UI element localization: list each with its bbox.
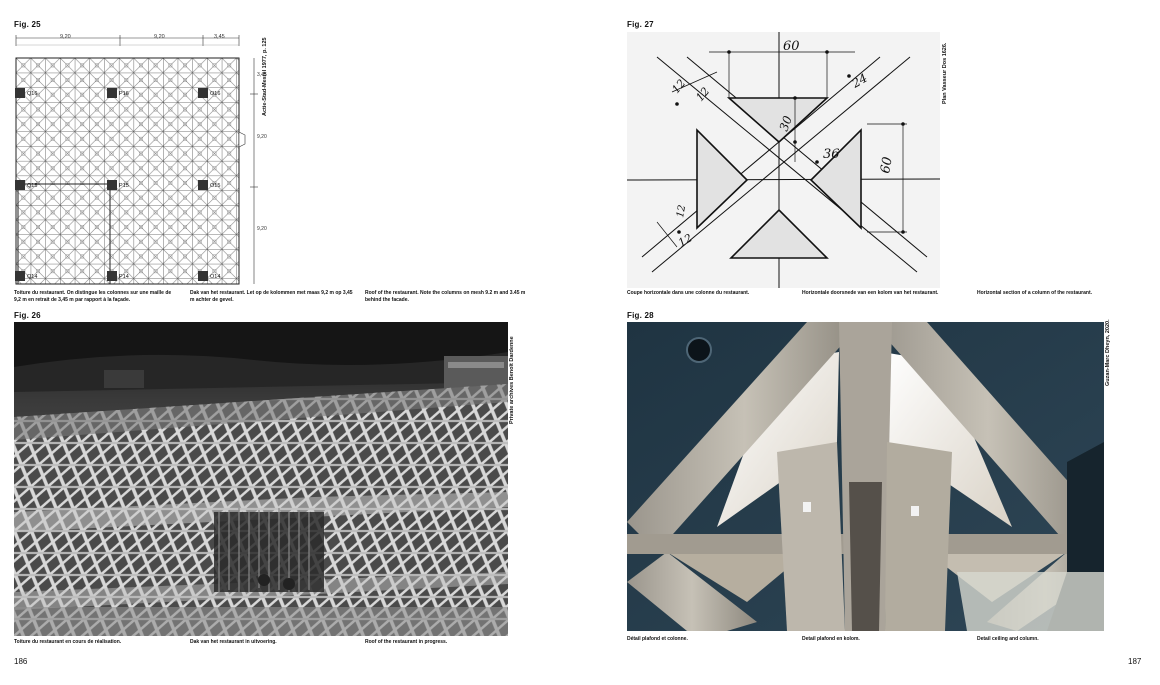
- column-label: Q16: [27, 91, 37, 97]
- ceiling-photo-illustration: [627, 322, 1104, 631]
- sketch-dim-60-top: 60: [783, 39, 800, 54]
- fig26-credit: Private archives Benoît Dardenne: [509, 336, 515, 424]
- fig27-credit: Plan Vasseur Dos 1626.: [942, 42, 948, 104]
- column-label: Q14: [27, 274, 37, 280]
- fig27-caption-fr: Coupe horizontale dans une colonne du re…: [627, 290, 750, 296]
- sketch-dim-30: 30: [777, 114, 796, 133]
- column-marker: Q16: [15, 88, 37, 98]
- column-marker: Q14: [15, 271, 37, 281]
- page-number-right: 187: [1128, 657, 1142, 666]
- column-label: O14: [210, 274, 220, 280]
- column-marker: O15: [198, 180, 220, 190]
- column-label: O15: [210, 183, 220, 189]
- fig25-label: Fig. 25: [14, 20, 41, 29]
- column-marker: Q15: [15, 180, 37, 190]
- column-label: P15: [119, 183, 129, 189]
- fig25-caption-nl: Dak van het restaurant. Let op de kolomm…: [190, 290, 353, 303]
- fig28-caption-en: Detail ceiling and column.: [977, 636, 1039, 642]
- fig26-caption-fr: Toiture du restaurant en cours de réalis…: [14, 639, 122, 645]
- column-section-drawing: 60 24 12 12 30 36 60 12 12: [627, 32, 940, 288]
- dim-right-3: 9,20: [257, 226, 267, 232]
- fig26-construction-photo: [14, 322, 508, 636]
- fig28-ceiling-photo: [627, 322, 1104, 631]
- sketch-dim-12-d: 12: [676, 231, 695, 249]
- column-marker: P14: [107, 271, 129, 281]
- column-label: P16: [119, 91, 129, 97]
- fig28-credit: Guzan-Marc Dheyn, 2020.: [1105, 319, 1111, 386]
- column-label: P14: [119, 274, 129, 280]
- dim-top-1: 9,20: [60, 34, 71, 40]
- column-marker: P16: [107, 88, 129, 98]
- column-marker: O16: [198, 88, 220, 98]
- fig27-label: Fig. 27: [627, 20, 654, 29]
- column-marker: O14: [198, 271, 220, 281]
- dim-right-2: 9,20: [257, 134, 267, 140]
- column-label: Q15: [27, 183, 37, 189]
- fig27-caption-en: Horizontal section of a column of the re…: [977, 290, 1093, 296]
- fig25-credit: Actie-Stad-Mestel 1977, p. 125: [262, 37, 268, 116]
- sketch-dim-12-c: 12: [675, 204, 688, 218]
- fig28-label: Fig. 28: [627, 311, 654, 320]
- page-number-left: 186: [14, 657, 28, 666]
- fig26-label: Fig. 26: [14, 311, 41, 320]
- dim-top-2: 9,20: [154, 34, 165, 40]
- column-label: O16: [210, 91, 220, 97]
- roof-plan-drawing: 9,20 9,20 3,45 3,45 9,20 9,20 Q16 P16 O16Q…: [15, 34, 267, 285]
- fig27-caption-nl: Horizontale doorsnede van een kolom van …: [802, 290, 939, 296]
- fig25-caption-fr: Toiture du restaurant. On distingue les …: [14, 290, 172, 303]
- construction-photo-illustration: [14, 322, 508, 636]
- sketch-dim-60-right: 60: [878, 156, 896, 175]
- sketch-dim-36: 36: [823, 147, 840, 162]
- dim-right-1: 3,45: [257, 72, 267, 78]
- fig25-caption-en: Roof of the restaurant. Note the columns…: [365, 290, 526, 303]
- dim-top-3: 3,45: [214, 34, 225, 40]
- fig27-column-section-sketch: 60 24 12 12 30 36 60 12 12: [627, 32, 940, 288]
- fig28-caption-nl: Detail plafond en kolom.: [802, 636, 860, 642]
- fig28-caption-fr: Détail plafond et colonne.: [627, 636, 688, 642]
- column-marker: P15: [107, 180, 129, 190]
- fig26-caption-nl: Dak van het restaurant in uitvoering.: [190, 639, 277, 645]
- fig26-caption-en: Roof of the restaurant in progress.: [365, 639, 448, 645]
